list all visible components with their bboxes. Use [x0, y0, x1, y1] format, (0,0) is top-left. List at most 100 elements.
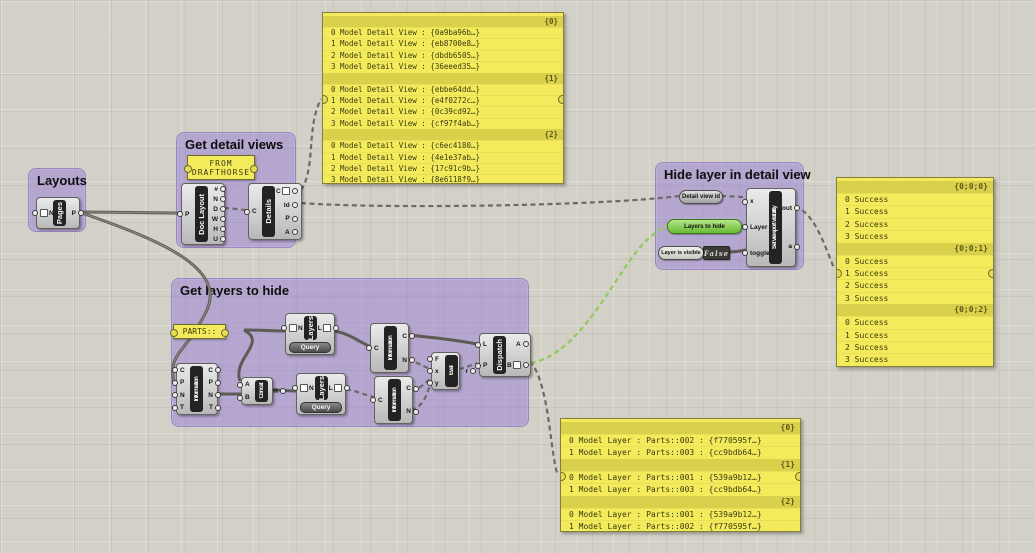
panel-model-layers[interactable]: {0}0 Model Layer : Parts::002 : {f770595… — [560, 418, 801, 532]
port-in-c[interactable]: C — [370, 397, 383, 404]
component-name: Doc Layout — [197, 193, 206, 235]
port-out-p[interactable]: P — [209, 379, 223, 386]
port-out-#[interactable]: # — [214, 186, 225, 193]
port-out-r[interactable]: r — [465, 368, 475, 375]
port-in-p[interactable]: P — [176, 211, 189, 218]
port-out-a[interactable]: A — [516, 341, 528, 348]
port-out-out[interactable]: out — [782, 205, 801, 212]
port-label: C — [208, 366, 213, 374]
port-in-n[interactable]: N — [281, 324, 303, 333]
port-in-n[interactable]: N — [32, 209, 54, 217]
group-get-layers-to-hide[interactable]: Get layers to hide — [171, 278, 529, 427]
port-in-n[interactable]: N — [172, 392, 185, 399]
port-label: H — [213, 225, 218, 233]
component-name-tag[interactable]: Layers — [314, 376, 328, 401]
component-name-tag[interactable]: Pages — [53, 200, 66, 226]
port-out-d[interactable]: D — [213, 206, 226, 213]
component-information-top[interactable]: C Information C N — [366, 323, 415, 373]
port-out-n[interactable]: N — [406, 408, 419, 415]
port-in-n[interactable]: N — [292, 384, 314, 393]
port-out-h[interactable]: H — [213, 225, 226, 233]
relay-layers-to-hide[interactable]: Layers to hide — [667, 219, 742, 234]
component-name-tag[interactable]: Details — [262, 186, 275, 237]
component-name-tag[interactable]: Dispatch — [493, 336, 506, 374]
panel-detail-views[interactable]: {0}0 Model Detail View : {0a9ba96b…}1 Mo… — [322, 12, 564, 184]
port-out-n[interactable]: N — [208, 392, 221, 399]
port-out-r[interactable]: R — [273, 388, 286, 395]
component-name-tag[interactable]: Doc Layout — [195, 186, 208, 242]
port-in-y[interactable]: y — [427, 380, 439, 387]
panel-parts[interactable]: PARTS:: — [170, 324, 229, 339]
port-in-p[interactable]: P — [474, 362, 487, 369]
port-out-p[interactable]: P — [71, 209, 86, 217]
port-out-c[interactable]: C — [208, 366, 221, 374]
port-out-a[interactable]: a — [788, 243, 799, 250]
port-in-b[interactable]: B — [237, 394, 250, 401]
port-out-n[interactable]: N — [402, 357, 415, 364]
port-in-f[interactable]: F — [427, 355, 439, 363]
port-out-l[interactable]: L — [318, 324, 339, 333]
component-name-tag[interactable]: Concat — [255, 380, 268, 402]
port-in-a[interactable]: A — [237, 381, 250, 388]
port-in-t[interactable]: T — [172, 404, 184, 411]
port-out-w[interactable]: W — [212, 216, 227, 223]
panel-section-header: {0;0;0} — [837, 181, 993, 193]
relay-label: Detail view id — [681, 194, 720, 200]
boolean-toggle-false[interactable]: False — [703, 246, 730, 260]
port-out-l[interactable]: L — [329, 384, 350, 393]
component-name-tag[interactable]: Set viewport visibility — [768, 191, 782, 264]
port-out-c[interactable]: C — [276, 187, 298, 196]
component-name-tag[interactable]: Information — [384, 326, 397, 370]
port-in-c[interactable]: C — [244, 208, 257, 215]
relay-detail-view-id[interactable]: Detail view id — [679, 190, 723, 204]
port-in-toggle[interactable]: toggle — [742, 250, 770, 257]
port-out-b[interactable]: B — [507, 361, 529, 370]
component-name-tag[interactable]: Information — [190, 366, 203, 412]
port-out-n[interactable]: N — [213, 196, 226, 203]
port-label: P — [71, 209, 76, 217]
panel-section-header: {1} — [561, 458, 800, 471]
panel-section-header: {0} — [561, 422, 800, 434]
component-name-tag[interactable]: Layers — [303, 316, 317, 341]
component-name-tag[interactable]: Eval — [445, 355, 458, 387]
port-in-l[interactable]: L — [475, 341, 487, 348]
panel-from-drafthorse[interactable]: FROM DRAFTHORSE — [184, 155, 258, 180]
port-in-p[interactable]: P — [171, 379, 184, 386]
port-out-u[interactable]: U — [213, 236, 226, 243]
port-in-x[interactable]: x — [427, 368, 439, 375]
port-label: F — [435, 355, 439, 363]
component-information-bottom[interactable]: C Information C N — [370, 376, 419, 424]
query-button[interactable]: Query — [289, 342, 331, 354]
port-in-c[interactable]: C — [366, 345, 379, 352]
port-out-a[interactable]: A — [285, 229, 297, 236]
port-out-p[interactable]: P — [285, 215, 299, 222]
port-out-id[interactable]: Id — [284, 202, 298, 209]
port-in-x[interactable]: x — [742, 198, 754, 205]
port-in-c[interactable]: C — [172, 367, 185, 374]
query-button[interactable]: Query — [300, 402, 342, 414]
port-label: N — [406, 408, 411, 415]
port-out-t[interactable]: T — [209, 404, 221, 411]
component-name-tag[interactable]: Information — [388, 379, 401, 421]
port-in-layer[interactable]: Layer — [741, 224, 767, 231]
port-out-c[interactable]: C — [402, 333, 415, 340]
port-out-c[interactable]: C — [406, 385, 419, 392]
panel-row: 0 Success — [837, 254, 993, 267]
panel-row: 2 Success — [837, 341, 993, 353]
